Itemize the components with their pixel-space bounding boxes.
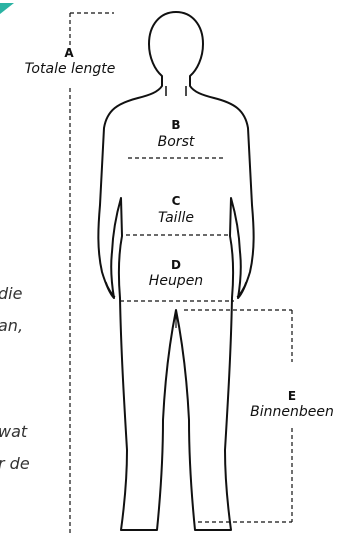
label-e-letter: E <box>279 390 305 402</box>
label-d-letter: D <box>163 259 189 271</box>
label-e-text: Binnenbeen <box>238 405 346 419</box>
label-a-text: Totale lengte <box>8 62 132 76</box>
side-text-fragment: wat <box>0 424 27 440</box>
label-d-text: Heupen <box>126 274 226 288</box>
label-a-letter: A <box>56 47 82 59</box>
label-c-text: Taille <box>136 211 216 225</box>
side-text-fragment: r de <box>0 456 30 472</box>
side-text-fragment: die <box>0 286 22 302</box>
label-c-letter: C <box>163 195 189 207</box>
side-text-fragment: an, <box>0 318 23 334</box>
label-b-text: Borst <box>136 135 216 149</box>
label-b-letter: B <box>163 119 189 131</box>
